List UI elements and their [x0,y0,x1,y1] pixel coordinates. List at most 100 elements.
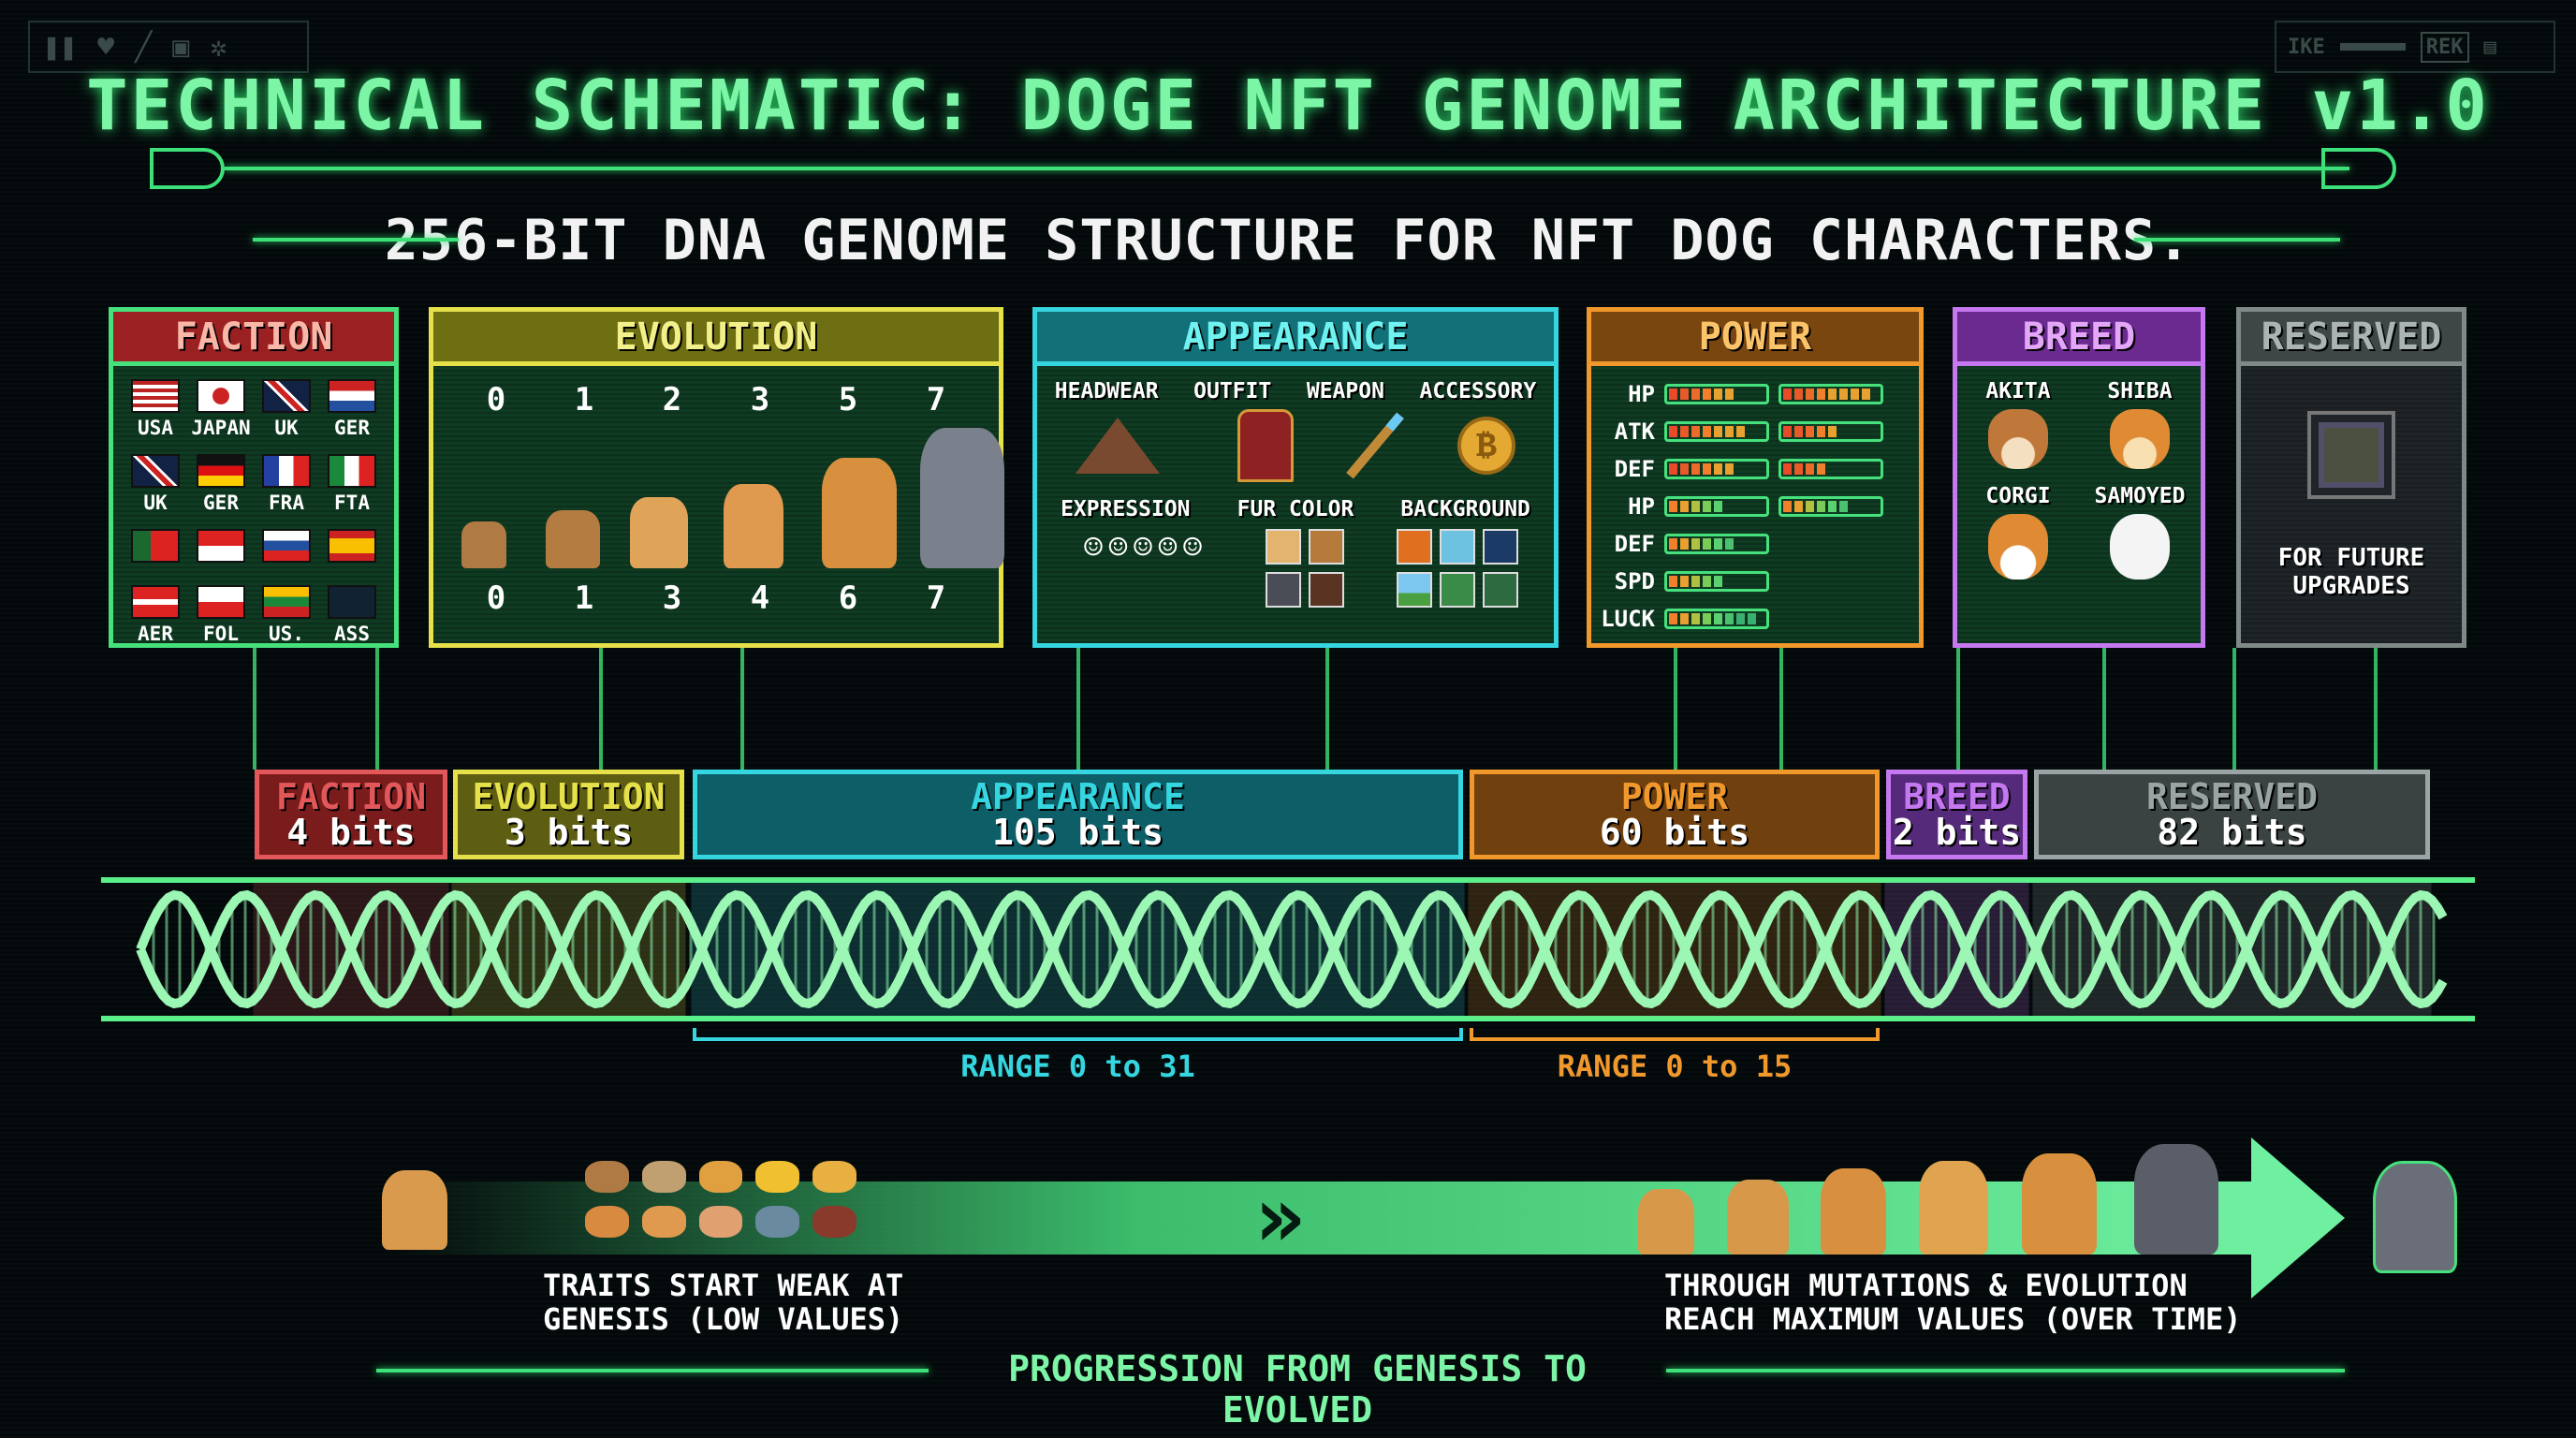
faction-option[interactable]: AER [123,585,188,656]
stat-label: HP [1628,381,1655,407]
segment-bits: 3 bits [504,812,634,853]
breed-shiba-label: SHIBA [2107,379,2173,404]
tongue-face-icon: ☺ [1182,529,1203,566]
gear-icon[interactable]: ✲ [210,30,227,64]
bg-swatch-forest[interactable] [1440,572,1475,608]
fur-swatch-brown[interactable] [1309,529,1344,565]
bg-swatch-jungle[interactable] [1483,572,1518,608]
fur-color-label: FUR COLOR [1237,497,1354,521]
power-stat-row: DEF [1601,525,1910,563]
bar-segment [1794,501,1803,512]
bar-segment [1669,389,1677,400]
bg-swatch-sky[interactable] [1440,529,1475,565]
logic-gate-right-icon [2321,148,2396,189]
bg-swatch-night[interactable] [1483,529,1518,565]
bar-segment [1703,463,1711,475]
wink-face-icon: ☺ [1108,529,1128,566]
evolution-level: 0 [486,580,506,617]
power-range-bracket [1470,1028,1880,1041]
bar-segment [1783,426,1792,437]
bar-segment [1669,538,1677,550]
fur-swatch-gray[interactable] [1266,572,1301,608]
evolving-dog-1 [1727,1180,1789,1255]
faction-option[interactable]: FTA [319,454,385,525]
faction-option[interactable] [188,529,254,581]
bg-swatch-orange[interactable] [1397,529,1432,565]
flag-icon [262,379,311,413]
evolution-level: 4 [750,580,770,617]
breed-samoyed-label: SAMOYED [2094,484,2186,508]
appearance-header: APPEARANCE [1037,312,1554,366]
bar-segment [1703,389,1711,400]
faction-option[interactable]: FOL [188,585,254,656]
bar-segment [1828,389,1837,400]
heart-icon[interactable]: ♥ [97,30,115,64]
flag-icon [197,529,245,563]
segment-bits: 2 bits [1892,812,2022,853]
bar-segment [1703,501,1711,512]
evolving-dog-2 [1821,1168,1886,1255]
evolution-dog-sprite-0 [461,521,506,568]
genesis-caption: TRAITS START WEAK AT GENESIS (LOW VALUES… [543,1269,903,1336]
fur-swatch-dark[interactable] [1309,572,1344,608]
evolved-caption-line-1: THROUGH MUTATIONS & EVOLUTION [1664,1268,2188,1303]
stat-bar-max [1778,459,1883,479]
faction-option[interactable]: GER [188,454,254,525]
breed-corgi-label: CORGI [1985,484,2051,508]
pause-icon[interactable]: ❚❚ [43,30,78,64]
faction-option[interactable]: GER [319,379,385,450]
faction-option[interactable]: JAPAN [188,379,254,450]
breed-akita-label: AKITA [1985,379,2051,404]
bg-swatch-meadow[interactable] [1397,572,1432,608]
faction-option[interactable] [254,529,319,581]
bar-segment [1669,426,1677,437]
power-stat-row: HP [1601,488,1910,525]
evolution-level: 7 [926,381,946,418]
faction-option[interactable] [123,529,188,581]
bar-segment [1714,538,1722,550]
evolving-dog-0 [1638,1189,1694,1255]
bar-segment [1691,463,1700,475]
stat-label: DEF [1614,456,1655,482]
faction-option[interactable]: USA [123,379,188,450]
dna-strand-1 [136,889,2448,1009]
faction-option[interactable]: US. [254,585,319,656]
headwear-label: HEADWEAR [1054,379,1159,404]
stat-label: ATK [1614,418,1655,445]
bar-segment [1736,613,1745,624]
faction-label: FOL [203,623,239,645]
progression-line-left [376,1369,929,1372]
title-line [225,167,2349,170]
slider[interactable] [2339,43,2406,51]
evolution-level: 6 [838,580,858,617]
toolbar-button[interactable]: REK [2420,31,2469,63]
bar-segment [1680,613,1689,624]
fur-swatch-tan[interactable] [1266,529,1301,565]
reserved-header: RESERVED [2241,312,2462,366]
faction-option[interactable]: ASS [319,585,385,656]
stat-bar-max [1778,421,1883,442]
expression-label: EXPRESSION [1061,497,1191,521]
pen-icon[interactable]: ╱ [135,30,153,64]
lock-icon[interactable]: ▤ [2483,35,2496,59]
faction-option[interactable] [319,529,385,581]
faction-option[interactable]: FRA [254,454,319,525]
faction-option[interactable]: UK [123,454,188,525]
trace-4 [1956,648,2106,770]
bar-segment [1794,389,1803,400]
trait-sprite [585,1206,629,1238]
subtitle-line-right [2134,238,2340,242]
faction-option[interactable]: UK [254,379,319,450]
save-icon[interactable]: ▣ [172,30,190,64]
bar-segment [1680,389,1689,400]
trait-sprite [585,1161,629,1193]
grin-face-icon: ☺ [1158,529,1178,566]
faction-label: GER [334,417,370,439]
bar-segment [1680,501,1689,512]
